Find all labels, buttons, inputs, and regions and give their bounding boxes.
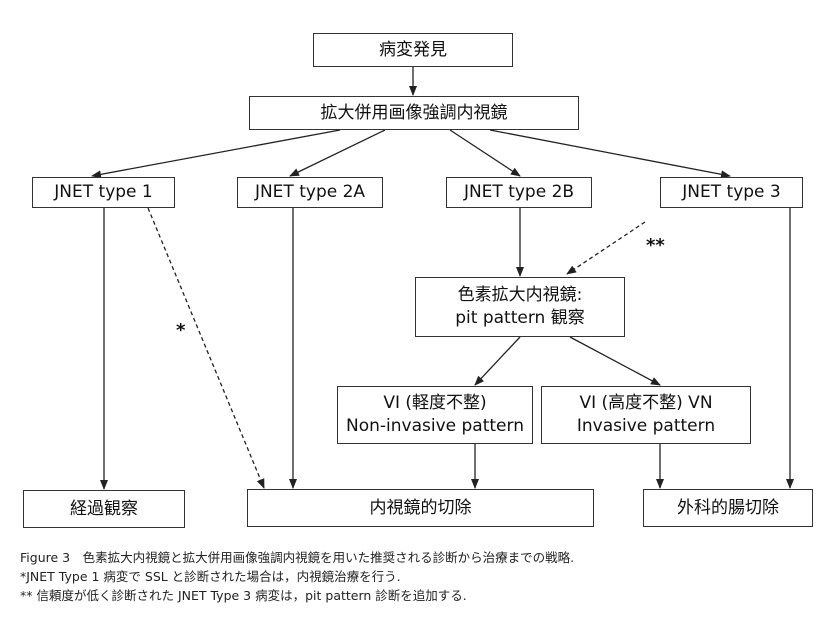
arrow-magnify-to-jnet2a xyxy=(289,129,386,177)
flowchart-arrows xyxy=(91,67,794,490)
node-jnet-type-2a: JNET type 2A xyxy=(237,177,383,208)
node-chromoendoscopy-line2: pit pattern 観察 xyxy=(455,308,585,328)
node-chromoendoscopy-line1: 色素拡大内視鏡: xyxy=(457,285,583,306)
arrow-magnify-to-jnet3 xyxy=(489,129,731,179)
node-jnet-type-2a-label: JNET type 2A xyxy=(254,182,366,203)
node-jnet-type-3-label: JNET type 3 xyxy=(682,182,781,203)
node-jnet-type-2b: JNET type 2B xyxy=(446,177,592,208)
arrow-magnify-to-jnet2b xyxy=(449,129,521,177)
footnote-mark-single: * xyxy=(176,320,186,341)
arrow-chromo-to-vi-severe xyxy=(569,336,661,386)
node-discovery: 病変発見 xyxy=(313,33,513,67)
flowchart: 病変発見 拡大併用画像強調内視鏡 JNET type 1 JNET type 2… xyxy=(23,33,813,528)
node-vi-severe-line1: VI (高度不整) VN xyxy=(579,393,713,414)
caption-line-2: *JNET Type 1 病変で SSL と診断された場合は，内視鏡治療を行う. xyxy=(20,569,401,584)
node-jnet-type-1: JNET type 1 xyxy=(32,177,175,208)
node-magnify-nbi: 拡大併用画像強調内視鏡 xyxy=(249,96,579,130)
node-vi-mild-line1: VI (軽度不整) xyxy=(383,393,487,414)
node-vi-severe-line2: Invasive pattern xyxy=(576,416,716,436)
arrow-jnet3-to-chromo-dashed xyxy=(566,221,646,275)
node-jnet-type-3: JNET type 3 xyxy=(660,177,803,208)
node-observation-label: 経過観察 xyxy=(70,498,138,519)
node-chromoendoscopy: 色素拡大内視鏡: pit pattern 観察 xyxy=(415,277,625,337)
caption-line-3: ** 信頼度が低く診断された JNET Type 3 病変は，pit patte… xyxy=(20,588,467,603)
node-surgery: 外科的腸切除 xyxy=(643,489,813,527)
node-surgery-label: 外科的腸切除 xyxy=(677,497,779,518)
node-jnet-type-1-label: JNET type 1 xyxy=(54,182,153,203)
node-endoscopic-resection: 内視鏡的切除 xyxy=(247,489,594,527)
arrow-magnify-to-jnet1 xyxy=(91,129,341,179)
node-magnify-nbi-label: 拡大併用画像強調内視鏡 xyxy=(320,102,508,123)
node-jnet-type-2b-label: JNET type 2B xyxy=(463,182,575,203)
node-observation: 経過観察 xyxy=(23,490,185,528)
arrow-jnet1-to-resection-dashed xyxy=(147,207,265,489)
figure-caption: Figure 3 色素拡大内視鏡と拡大併用画像強調内視鏡を用いた推奨される診断か… xyxy=(20,548,820,605)
node-vi-mild: VI (軽度不整) Non-invasive pattern xyxy=(337,386,533,444)
node-endoscopic-resection-label: 内視鏡的切除 xyxy=(369,497,472,518)
footnote-mark-double: ** xyxy=(646,235,665,256)
arrow-chromo-to-vi-mild xyxy=(474,336,521,386)
node-discovery-label: 病変発見 xyxy=(379,39,447,60)
caption-line-1: Figure 3 色素拡大内視鏡と拡大併用画像強調内視鏡を用いた推奨される診断か… xyxy=(20,550,575,565)
node-vi-mild-line2: Non-invasive pattern xyxy=(346,416,524,436)
node-vi-severe: VI (高度不整) VN Invasive pattern xyxy=(541,386,751,444)
